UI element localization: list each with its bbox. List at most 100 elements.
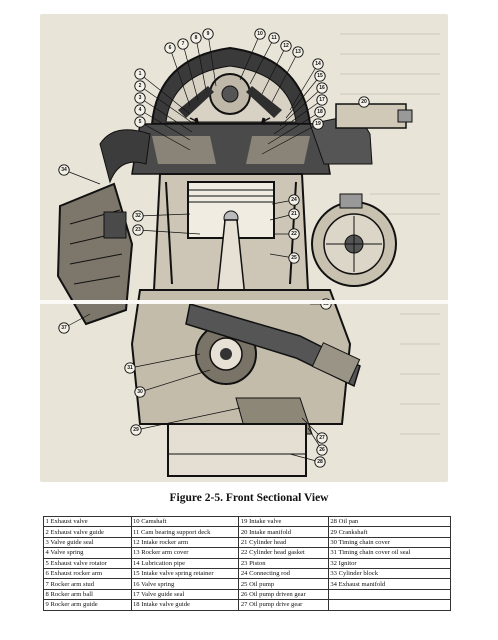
legend-cell: 32 Ignitor [327,557,452,569]
callout-34: 34 [58,164,70,176]
svg-text:14: 14 [315,61,321,67]
callout-29: 29 [130,424,142,436]
legend-cell: 34 Exhaust manifold [327,578,452,590]
callout-28: 28 [314,456,326,468]
callout-12: 12 [280,40,292,52]
svg-text:24: 24 [291,197,297,203]
svg-text:2: 2 [139,83,142,89]
svg-text:27: 27 [319,435,325,441]
callout-13: 13 [292,46,304,58]
legend-cell: 15 Intake valve spring retainer [130,567,240,580]
legend-cell: 13 Rocker arm cover [130,547,240,559]
legend-cell: 12 Intake rocker arm [130,536,240,549]
svg-text:10: 10 [257,31,263,37]
callout-9: 9 [202,28,214,40]
legend-cell: 26 Oil pump driven gear [238,588,329,601]
callout-6: 6 [164,42,176,54]
svg-text:37: 37 [61,325,67,331]
svg-text:18: 18 [317,109,323,115]
svg-text:7: 7 [182,41,185,47]
callout-10: 10 [254,28,266,40]
legend-cell: 19 Intake valve [238,515,329,528]
svg-text:29: 29 [133,427,139,433]
svg-text:23: 23 [135,227,141,233]
legend-cell: 33 Cylinder block [327,567,452,580]
legend-cell: 10 Camshaft [130,515,240,528]
callout-15: 15 [314,70,326,82]
callout-22: 22 [288,228,300,240]
callout-18: 18 [314,106,326,118]
svg-text:21: 21 [291,211,297,217]
svg-text:13: 13 [295,49,301,55]
callout-26: 26 [316,444,328,456]
svg-text:20: 20 [361,99,367,105]
callout-5: 5 [134,116,146,128]
legend-cell: 9 Rocker arm guide [43,599,132,611]
callout-14: 14 [312,58,324,70]
callout-21: 21 [288,208,300,220]
svg-text:5: 5 [139,119,142,125]
callout-17: 17 [316,94,328,106]
callout-4: 4 [134,104,146,116]
legend-cell: 23 Piston [238,557,329,569]
engine-drawing: 6789101112131415161718192012345343223242… [56,28,440,477]
legend-cell: 4 Valve spring [43,547,132,559]
svg-text:30: 30 [137,389,143,395]
legend-cell: 22 Cylinder head gasket [238,547,329,559]
callout-3: 3 [134,92,146,104]
callout-32: 32 [132,210,144,222]
page-fold-line [40,300,448,304]
svg-text:12: 12 [283,43,289,49]
callout-27: 27 [316,432,328,444]
legend-cell [327,599,452,611]
callout-19: 19 [312,118,324,130]
legend-cell: 18 Intake valve guide [130,599,240,611]
callout-20: 20 [358,96,370,108]
callout-1: 1 [134,68,146,80]
legend-cell: 1 Exhaust valve [43,515,132,528]
svg-text:4: 4 [139,107,142,113]
svg-text:15: 15 [317,73,323,79]
legend-cell: 3 Valve guide seal [43,536,132,549]
svg-text:11: 11 [271,35,277,41]
legend-cell: 6 Exhaust rocker arm [43,567,132,580]
svg-text:17: 17 [319,97,325,103]
legend-cell: 28 Oil pan [327,515,452,528]
callout-30: 30 [134,386,146,398]
legend-cell: 11 Cam bearing support deck [130,526,240,538]
legend-cell: 16 Valve spring [130,578,240,590]
svg-text:26: 26 [319,447,325,453]
svg-text:25: 25 [291,255,297,261]
svg-text:32: 32 [135,213,141,219]
svg-text:16: 16 [319,85,325,91]
callout-2: 2 [134,80,146,92]
svg-text:19: 19 [315,121,321,127]
legend-cell: 24 Connecting rod [238,567,329,580]
svg-text:33: 33 [323,301,329,307]
svg-text:28: 28 [317,459,323,465]
legend-cell: 31 Timing chain cover oil seal [327,547,452,559]
legend-cell: 25 Oil pump [238,578,329,590]
svg-text:31: 31 [127,365,133,371]
legend-cell: 7 Rocker arm stud [43,578,132,590]
legend-cell: 14 Lubrication pipe [130,557,240,569]
legend-cell: 20 Intake manifold [238,526,329,538]
callout-24: 24 [288,194,300,206]
callout-8: 8 [190,32,202,44]
legend-cell: 29 Crankshaft [327,526,452,538]
callout-11: 11 [268,32,280,44]
legend-cell: 30 Timing chain cover [327,536,452,549]
legend-cell: 27 Oil pump drive gear [238,599,329,611]
